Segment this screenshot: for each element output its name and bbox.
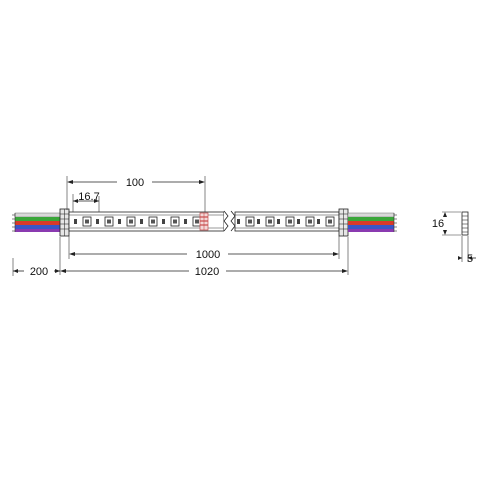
dimension-16: 16 — [432, 211, 461, 236]
dimension-label-200: 200 — [30, 266, 48, 278]
dimension-label-5: 5 — [467, 253, 473, 265]
dimension-label-1020: 1020 — [195, 266, 219, 278]
led-chip-9 — [277, 216, 295, 227]
dimension-label-1000: 1000 — [196, 249, 220, 261]
right-wires — [347, 212, 397, 232]
dimension-label-100: 100 — [126, 177, 144, 189]
wire-blue-left — [15, 225, 61, 229]
cut-marker — [199, 212, 209, 231]
wire-white-right — [347, 212, 395, 218]
led-chip-3 — [118, 216, 136, 227]
wire-green-right — [348, 217, 394, 221]
dimension-100: 100 — [66, 176, 206, 212]
dimension-1000: 1000 — [68, 236, 340, 261]
dimension-label-16-7: 16.7 — [78, 191, 99, 203]
led-chip-2 — [96, 216, 114, 227]
led-chip-7 — [237, 216, 255, 227]
led-chip-4 — [140, 216, 158, 227]
right-end-cap — [338, 208, 349, 237]
wire-white-left — [14, 212, 62, 218]
wire-purple-left — [15, 229, 61, 232]
wire-purple-right — [348, 229, 394, 232]
dimension-16-7: 16.7 — [72, 191, 100, 212]
break-mark — [223, 210, 236, 233]
leds-right — [237, 216, 335, 227]
leds-left — [74, 216, 202, 227]
left-end-cap — [59, 208, 70, 237]
wire-ends-right — [393, 213, 397, 232]
dimension-5: 5 — [458, 236, 476, 265]
wire-red-right — [348, 221, 394, 225]
wire-ends-left — [12, 213, 16, 232]
led-chip-11 — [317, 216, 335, 227]
dimension-label-16: 16 — [432, 218, 444, 230]
led-chip-1 — [74, 216, 92, 227]
wire-green-left — [15, 217, 61, 221]
wire-red-left — [15, 221, 61, 225]
dimension-200: 200 — [12, 258, 60, 278]
led-chip-10 — [297, 216, 315, 227]
wire-blue-right — [348, 225, 394, 229]
cross-section — [461, 211, 469, 236]
led-chip-8 — [257, 216, 275, 227]
dimension-1020: 1020 — [59, 237, 349, 278]
left-wires — [12, 212, 62, 232]
led-chip-5 — [162, 216, 180, 227]
